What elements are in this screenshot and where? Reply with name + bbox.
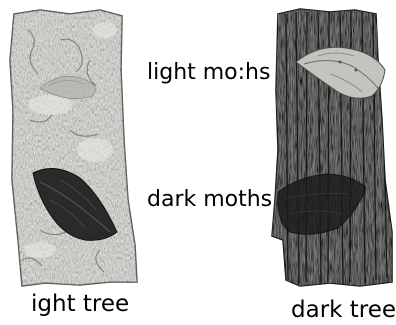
dark-tree-label: dark tree — [291, 299, 396, 322]
light-tree-trunk — [8, 8, 140, 290]
light-tree-label: ight tree — [31, 293, 129, 316]
dark-moths-label: dark moths — [147, 189, 272, 211]
light-moths-label: light mo:hs — [147, 62, 270, 84]
